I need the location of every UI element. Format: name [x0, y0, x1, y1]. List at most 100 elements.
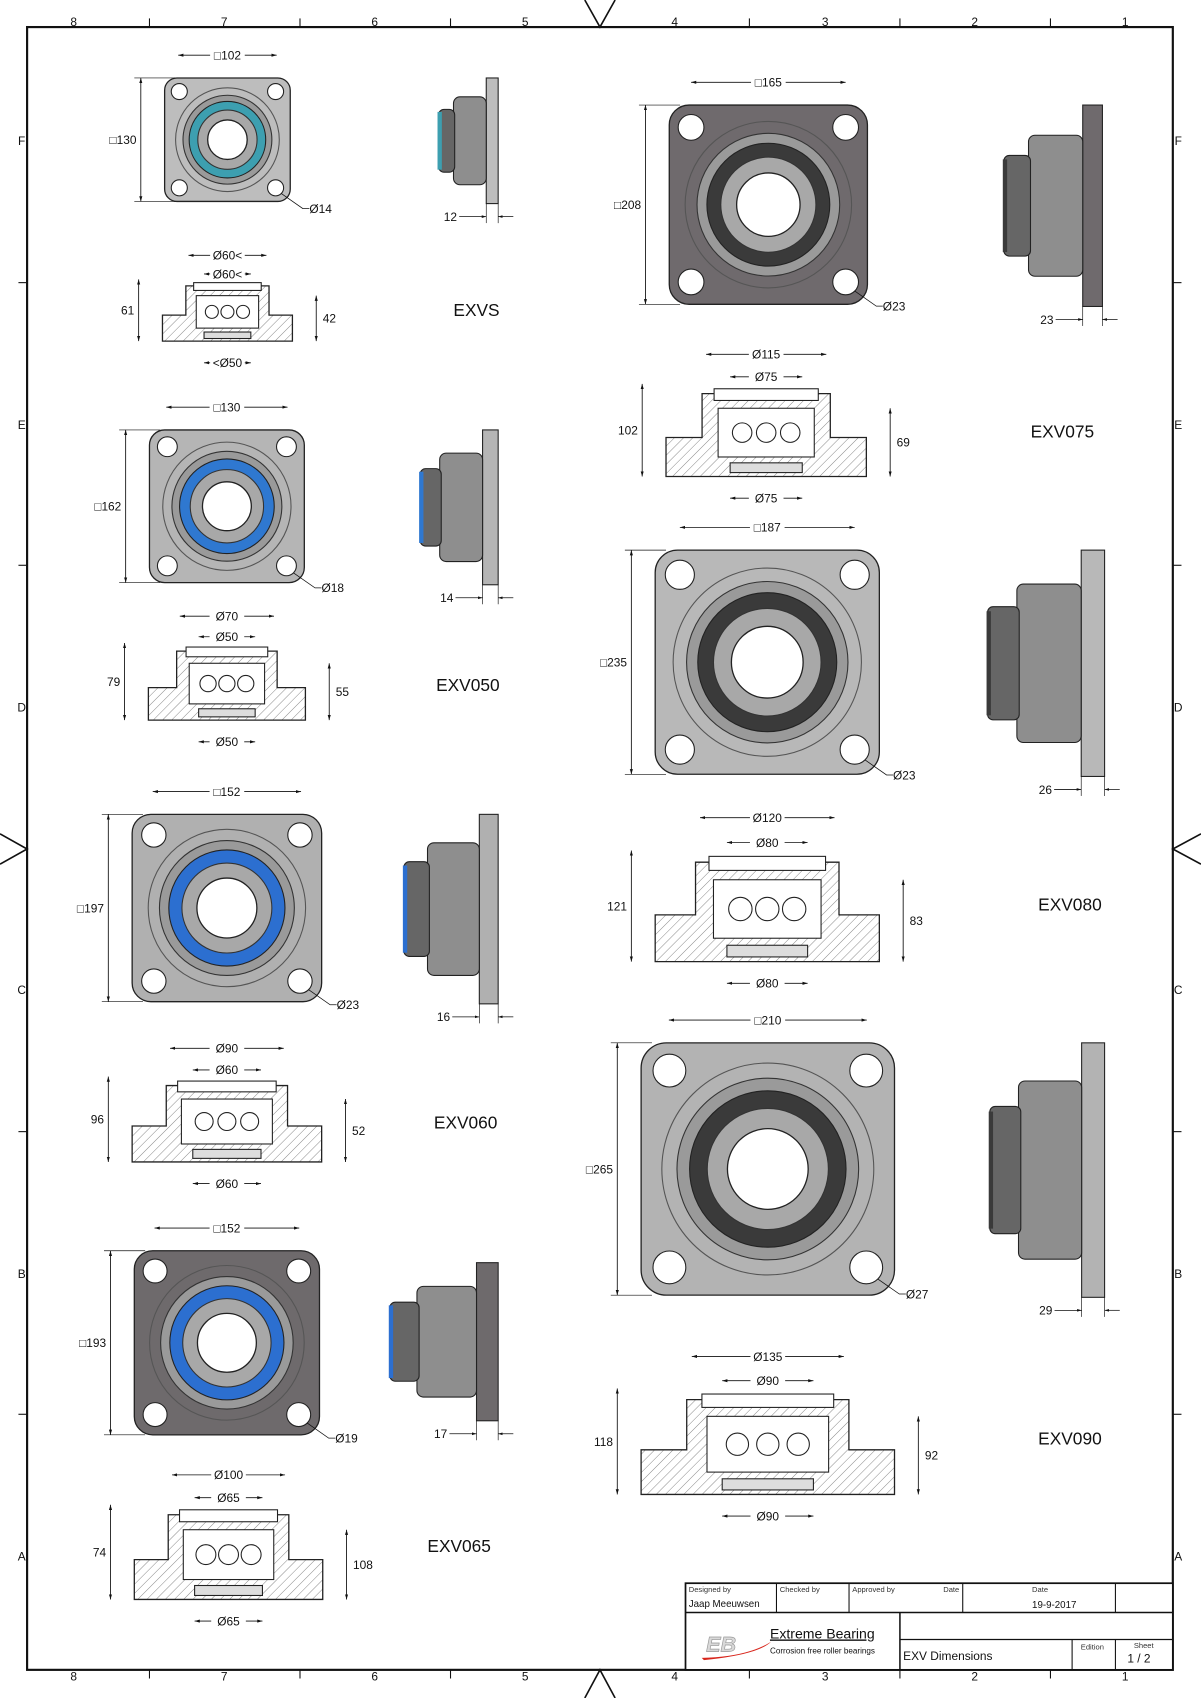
mounting-hole [839, 734, 870, 765]
hole-leader-line [864, 759, 894, 776]
column-label-bottom: 4 [671, 1670, 678, 1684]
housing-outline [661, 1062, 875, 1276]
housing-outline [175, 87, 280, 193]
roller [237, 674, 255, 693]
side-housing [1027, 134, 1084, 277]
housing-outline [147, 828, 307, 988]
mounting-hole [170, 82, 188, 101]
company-name: Extreme Bearing [770, 1625, 875, 1641]
side-seal [402, 865, 408, 953]
mounting-hole [287, 822, 313, 848]
flange-height-dimension: □235 [600, 656, 627, 670]
roller [217, 1111, 237, 1132]
roller [218, 1544, 240, 1566]
dimension-label-bg [210, 266, 245, 281]
inner-sleeve [198, 708, 256, 718]
model-name-label: EXVS [453, 300, 499, 320]
mounting-hole [832, 113, 860, 141]
mounting-hole [275, 555, 297, 577]
side-cap [1003, 154, 1032, 257]
model-name-label: EXV060 [434, 1112, 498, 1132]
model-name-label: EXV075 [1031, 421, 1095, 441]
column-label-bottom: 6 [371, 1670, 378, 1684]
side-cap [389, 1301, 420, 1382]
row-label-right: F [1175, 134, 1182, 148]
section-bore-diameter-dimension: Ø60 [216, 1177, 239, 1191]
models: □102□130Ø1412Ø60<Ø60<6142<Ø50EXVS□130□16… [77, 47, 1120, 1628]
bore [196, 877, 258, 939]
column-label-top: 4 [671, 15, 678, 29]
approved-by-label: Approved by [852, 1585, 895, 1594]
checked-by-label: Checked by [780, 1585, 820, 1594]
section-inner-diameter-dimension: Ø65 [217, 1491, 240, 1505]
roller [199, 674, 217, 693]
section-inner-diameter-dimension: Ø80 [756, 836, 779, 850]
side-seal [419, 471, 424, 543]
flange-height-dimension: □130 [109, 133, 136, 147]
cover-plate [701, 1393, 835, 1408]
model-name-label: EXV080 [1038, 895, 1102, 915]
dimension-label-bg [750, 1348, 786, 1363]
section-bore-diameter-dimension: <Ø50 [213, 356, 243, 370]
dimension-label-bg [209, 1040, 245, 1055]
dimension-label-bg [748, 369, 784, 384]
flange-width-dimension: □102 [214, 49, 241, 63]
dimension-label-bg [209, 1220, 245, 1235]
dimension-label-bg [210, 47, 245, 62]
roller [779, 422, 801, 443]
row-label-left: F [18, 134, 25, 148]
side-view: 26 [986, 549, 1120, 797]
company-tagline: Corrosion free roller bearings [770, 1647, 875, 1656]
section-inner-diameter-dimension: Ø60< [213, 267, 243, 281]
column-label-bottom: 7 [221, 1670, 228, 1684]
section-outer-diameter-dimension: Ø60< [213, 249, 243, 263]
mounting-hole [286, 1402, 312, 1428]
bore [201, 481, 252, 532]
mounting-hole [652, 1053, 687, 1088]
roller [195, 1544, 217, 1566]
date-value: 19-9-2017 [1032, 1600, 1076, 1611]
mounting-hole [142, 1402, 168, 1428]
flange-thickness-dimension: 17 [434, 1427, 448, 1441]
side-housing [452, 96, 487, 186]
section-outer-diameter-dimension: Ø70 [216, 610, 239, 624]
dimension-label-bg [750, 1373, 786, 1388]
cover-plate [713, 388, 819, 402]
mounting-hole [286, 1258, 312, 1284]
svg-text:EB: EB [706, 1631, 736, 1656]
row-label-right: B [1174, 1267, 1182, 1281]
bore [207, 119, 248, 161]
side-housing [439, 452, 484, 563]
flange-width-dimension: □165 [755, 76, 782, 90]
hole-diameter-dimension: Ø23 [337, 998, 360, 1012]
section-body-height-dimension: 92 [925, 1449, 939, 1463]
mounting-hole [287, 968, 313, 994]
dimension-label-bg [211, 1467, 246, 1482]
section-bore-diameter-dimension: Ø80 [756, 977, 779, 991]
inner-sleeve [194, 1584, 263, 1597]
hole-diameter-dimension: Ø19 [335, 1431, 358, 1445]
side-cap [989, 1105, 1022, 1235]
section-body-height-dimension: 52 [352, 1124, 366, 1138]
inner-sleeve [192, 1148, 262, 1159]
mounting-hole [170, 179, 188, 197]
housing-outline [149, 1264, 305, 1421]
section-body-height-dimension: 108 [353, 1558, 373, 1572]
section-bore-diameter-dimension: Ø50 [216, 735, 239, 749]
date-label-2: Date [1032, 1585, 1048, 1594]
section-body-height-dimension: 55 [336, 685, 350, 699]
roller [725, 1432, 750, 1456]
